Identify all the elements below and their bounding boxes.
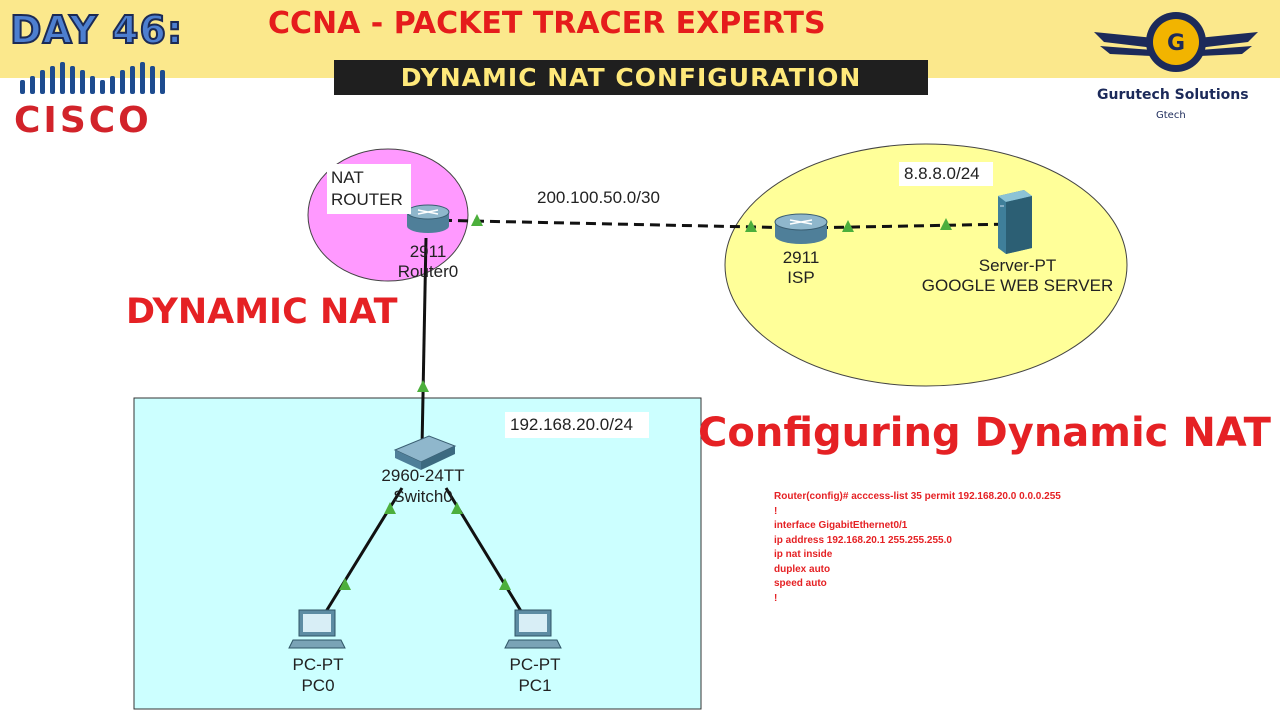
link-router0-switch xyxy=(420,237,428,449)
switch-model: 2960-24TT xyxy=(381,466,465,485)
day-label: DAY 46: xyxy=(9,7,184,53)
link-status-icon xyxy=(417,380,429,392)
link-status-icon xyxy=(451,502,463,514)
router0-model: 2911 xyxy=(409,242,447,261)
config-snippet: Router(config)# acccess-list 35 permit 1… xyxy=(774,490,1061,606)
lan-subnet-label: 192.168.20.0/24 xyxy=(510,415,633,434)
brand-tagline: Gtech xyxy=(1156,110,1186,121)
pc1-model: PC-PT xyxy=(509,655,561,674)
wan-subnet-label: 200.100.50.0/30 xyxy=(537,188,660,207)
server-subnet-label: 8.8.8.0/24 xyxy=(904,164,980,183)
router0-icon[interactable] xyxy=(406,204,450,233)
config-line: ip address 192.168.20.1 255.255.255.0 xyxy=(774,534,952,546)
dynamic-nat-heading: DYNAMIC NAT xyxy=(126,292,398,332)
config-line: ! xyxy=(774,505,778,517)
config-line: interface GigabitEthernet0/1 xyxy=(774,520,908,531)
isp-router-icon[interactable] xyxy=(774,213,828,244)
link-status-icon xyxy=(940,218,952,230)
server-name: GOOGLE WEB SERVER xyxy=(921,276,1114,295)
link-status-icon xyxy=(842,220,854,232)
link-status-icon xyxy=(499,578,511,590)
config-line: ip nat inside xyxy=(774,549,833,560)
link-status-icon xyxy=(745,220,757,232)
config-line: ! xyxy=(774,592,778,604)
link-isp-server xyxy=(801,222,1015,230)
isp-model: 2911 xyxy=(782,248,820,267)
wan-subnet-box xyxy=(532,186,677,210)
switch-icon[interactable] xyxy=(393,435,457,470)
link-status-icon xyxy=(339,578,351,590)
lan-subnet-box xyxy=(505,412,649,438)
config-line: duplex auto xyxy=(774,563,831,575)
isp-name: ISP xyxy=(787,268,815,287)
page-title: CCNA - PACKET TRACER EXPERTS xyxy=(268,6,826,41)
brand-name: Gurutech Solutions xyxy=(1097,87,1249,103)
server-subnet-box xyxy=(899,162,993,186)
pc1-icon[interactable] xyxy=(504,609,562,649)
switch-name: Switch0 xyxy=(393,487,453,506)
pc1-name: PC1 xyxy=(518,676,552,695)
pc0-name: PC0 xyxy=(301,676,335,695)
server-icon[interactable] xyxy=(998,190,1032,254)
router0-name: Router0 xyxy=(397,262,459,281)
page-subtitle: DYNAMIC NAT CONFIGURATION xyxy=(334,60,928,95)
link-router0-isp xyxy=(425,218,803,230)
brand-letter: G xyxy=(1167,31,1185,56)
server-model: Server-PT xyxy=(978,256,1057,275)
config-line: Router(config)# acccess-list 35 permit 1… xyxy=(774,491,1061,502)
pc0-model: PC-PT xyxy=(292,655,344,674)
link-status-icon xyxy=(471,214,483,226)
nat-area-label-box xyxy=(327,164,411,214)
cisco-logo-icon xyxy=(20,62,165,94)
gurutech-logo-icon: G xyxy=(1094,12,1258,72)
nat-area-label-line2: ROUTER xyxy=(331,190,403,209)
link-status-icon xyxy=(384,502,396,514)
configuring-heading: Configuring Dynamic NAT xyxy=(698,410,1271,456)
config-line: speed auto xyxy=(774,578,827,589)
cisco-wordmark: CISCO xyxy=(14,100,152,141)
pc0-icon[interactable] xyxy=(288,609,346,649)
nat-area-label-line1: NAT xyxy=(331,168,364,187)
